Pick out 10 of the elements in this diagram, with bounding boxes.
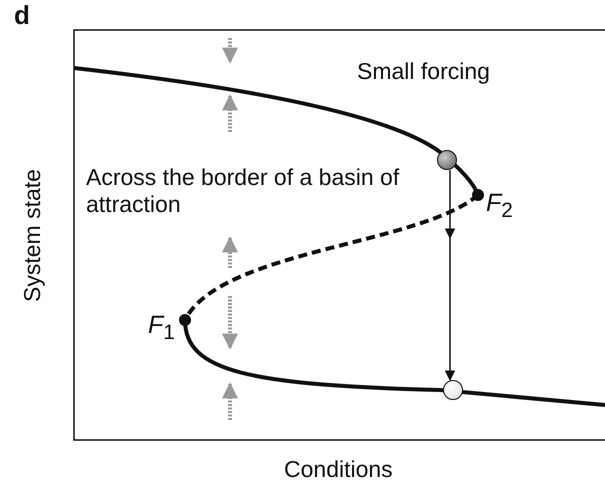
panel-letter: d [14,2,30,29]
fold-label: F$_{1}$ [148,312,175,346]
axis-title: Conditions [284,456,393,483]
annotation: Across the border of a basin of attraction [86,164,400,218]
arrow [445,170,456,380]
state-ball [443,380,463,400]
fold-label: F$_{2}$ [486,190,513,224]
state-ball [437,150,457,170]
axis-title: System state [18,169,46,302]
annotation: Small forcing [357,58,490,85]
